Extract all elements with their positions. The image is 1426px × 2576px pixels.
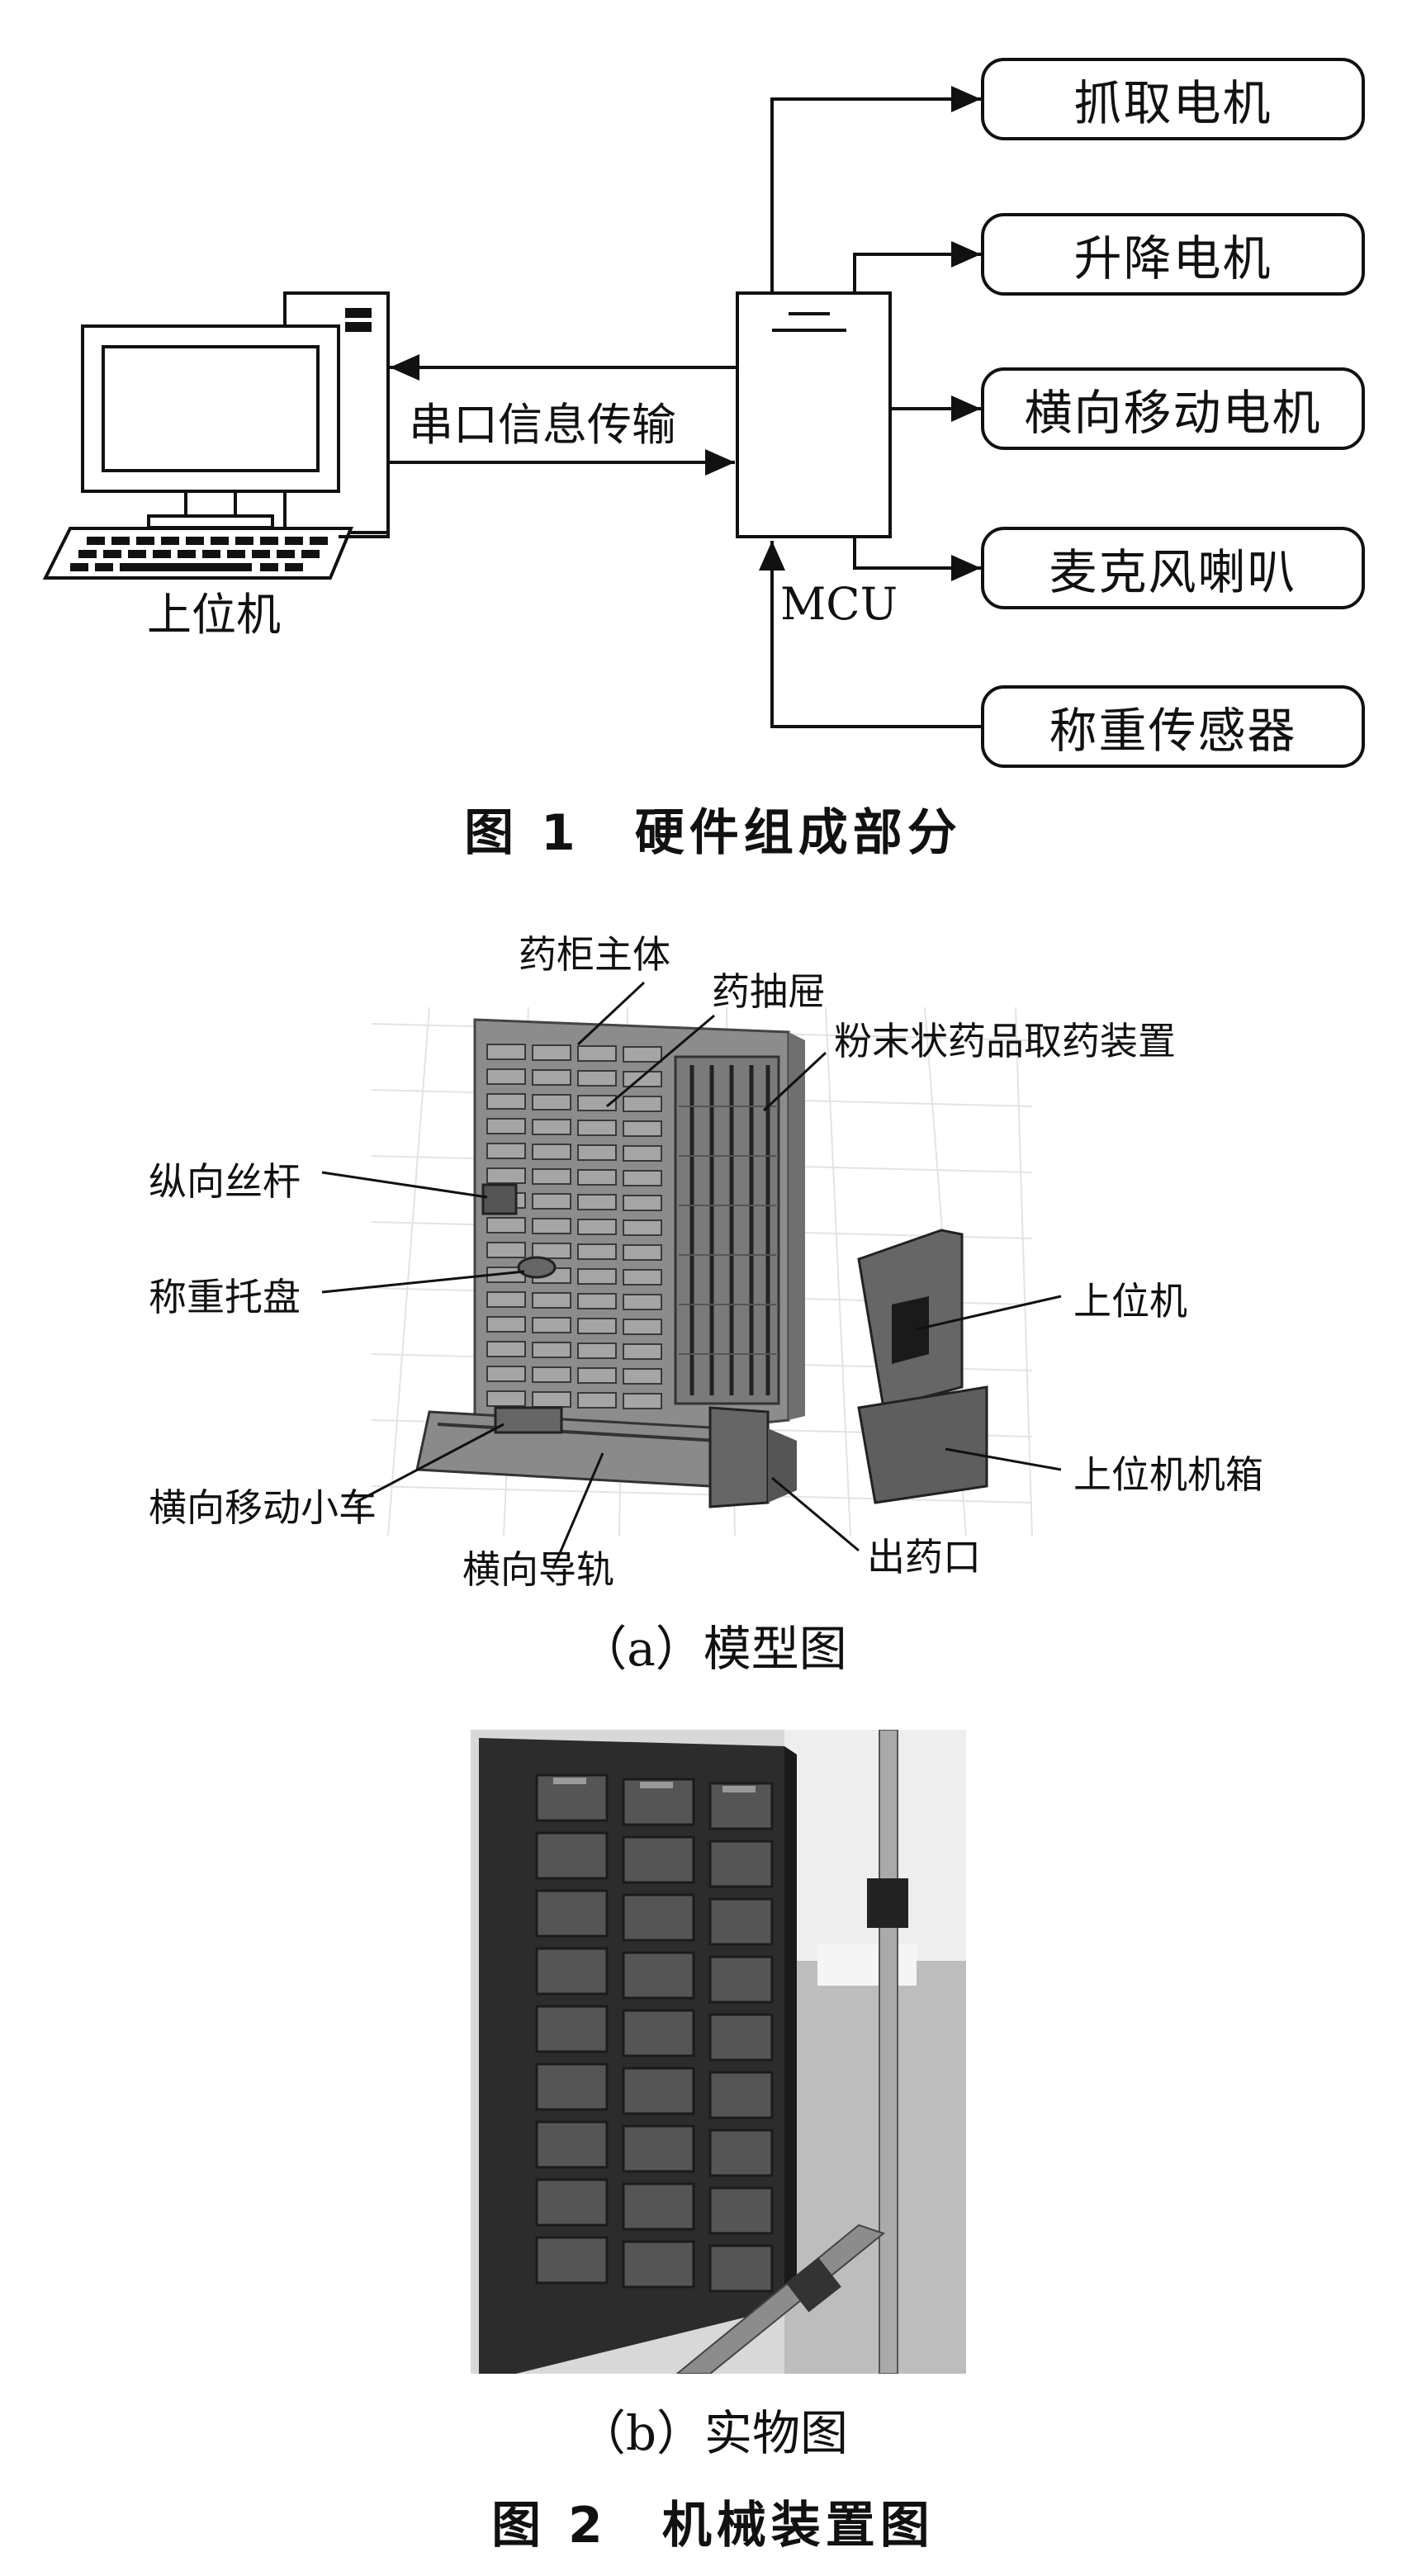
label-host-case: 上位机机箱 xyxy=(1073,1452,1263,1497)
host-kiosk-shape xyxy=(857,1229,988,1504)
label-rail: 横向导轨 xyxy=(462,1547,614,1592)
link-weight-sensor xyxy=(759,541,981,728)
outlet-shape xyxy=(708,1406,797,1508)
label-powder-device: 粉末状药品取药装置 xyxy=(834,1019,1176,1063)
hardware-diagram-lines xyxy=(42,86,981,728)
photo-cabinet xyxy=(471,1730,966,2374)
box-lift-motor: 升降电机 xyxy=(981,213,1365,296)
weigh-tray-shape xyxy=(517,1256,557,1279)
drawer-grid xyxy=(486,1044,662,1409)
label-cart: 横向移动小车 xyxy=(149,1485,377,1530)
figure1-caption: 图 1 硬件组成部分 xyxy=(464,804,962,862)
link-mic-speaker xyxy=(853,537,981,581)
label-cabinet-body: 药柜主体 xyxy=(519,932,670,977)
computer-icon xyxy=(42,291,390,580)
figure2a-caption: （a）模型图 xyxy=(579,1621,847,1677)
mcu-label: MCU xyxy=(780,578,898,630)
model-rendering xyxy=(321,981,1062,1570)
link-lift-motor xyxy=(853,241,981,293)
host-label: 上位机 xyxy=(147,589,281,641)
figure2b-caption: （b）实物图 xyxy=(577,2405,849,2461)
link-grab-motor xyxy=(770,86,981,293)
mcu-block xyxy=(736,291,892,538)
label-weigh-tray: 称重托盘 xyxy=(149,1275,301,1319)
box-mic-speaker: 麦克风喇叭 xyxy=(981,527,1365,609)
label-drawer: 药抽屉 xyxy=(712,969,826,1014)
label-lead-screw: 纵向丝杆 xyxy=(149,1159,301,1204)
box-grab-motor: 抓取电机 xyxy=(981,58,1365,140)
label-host: 上位机 xyxy=(1073,1279,1187,1324)
powder-device-shape xyxy=(674,1055,780,1405)
box-lateral-motor: 横向移动电机 xyxy=(981,367,1365,450)
figure2-caption: 图 2 机械装置图 xyxy=(491,2497,935,2555)
lead-screw-shape xyxy=(481,1183,518,1215)
serial-label: 串口信息传输 xyxy=(409,399,676,451)
box-weight-sensor: 称重传感器 xyxy=(981,685,1365,768)
label-outlet: 出药口 xyxy=(867,1535,981,1579)
serial-line-to-mcu xyxy=(339,449,735,538)
